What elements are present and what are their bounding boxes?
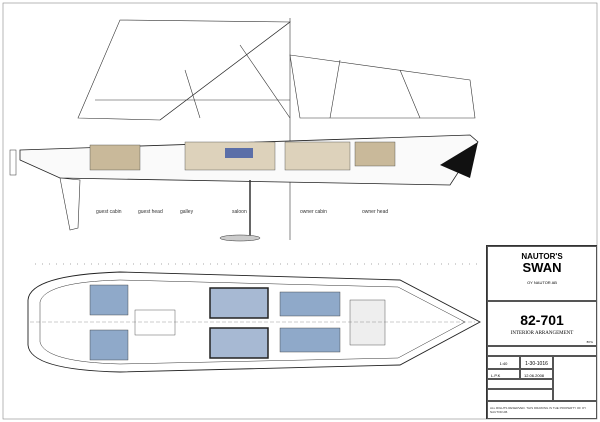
label-galley: galley — [180, 209, 194, 215]
plan-view — [27, 271, 481, 373]
revisions-table — [553, 356, 597, 401]
checked-field — [487, 379, 553, 389]
label-owner-cabin: owner cabin — [300, 209, 327, 215]
label-guest-head: guest head — [138, 209, 163, 215]
hull-profile — [9, 134, 479, 242]
brand-logo-line1: NAUTOR'S — [521, 252, 563, 261]
title-area: 82-701 INTERIOR ARRANGEMENT BYG — [487, 301, 597, 346]
sail-plan — [77, 18, 476, 240]
date: 12.06.2008 — [520, 369, 553, 379]
title-block: NAUTOR'S SWAN OY NAUTOR AB 82-701 INTERI… — [486, 245, 597, 419]
label-saloon: saloon — [232, 209, 247, 215]
brand-logo-line2: SWAN — [522, 260, 562, 275]
rights-notice: ALL RIGHTS RESERVED. THIS DRAWING IS THE… — [487, 401, 597, 419]
drawn-by: L.P.K — [487, 369, 520, 379]
company-name: OY NAUTOR AB — [527, 280, 557, 285]
approved-field — [487, 389, 553, 401]
drawing-number: 82-701 — [520, 312, 564, 328]
drawing-code: 1-30-1016 — [520, 356, 553, 369]
revision: BYG — [586, 340, 593, 344]
file-field — [487, 346, 597, 356]
drawing-title: INTERIOR ARRANGEMENT — [510, 331, 574, 336]
scale-value: 1:40 — [487, 356, 520, 369]
label-owner-head: owner head — [362, 209, 389, 215]
logo-area: NAUTOR'S SWAN OY NAUTOR AB — [487, 246, 597, 301]
label-guest-cabin: guest cabin — [96, 209, 122, 215]
